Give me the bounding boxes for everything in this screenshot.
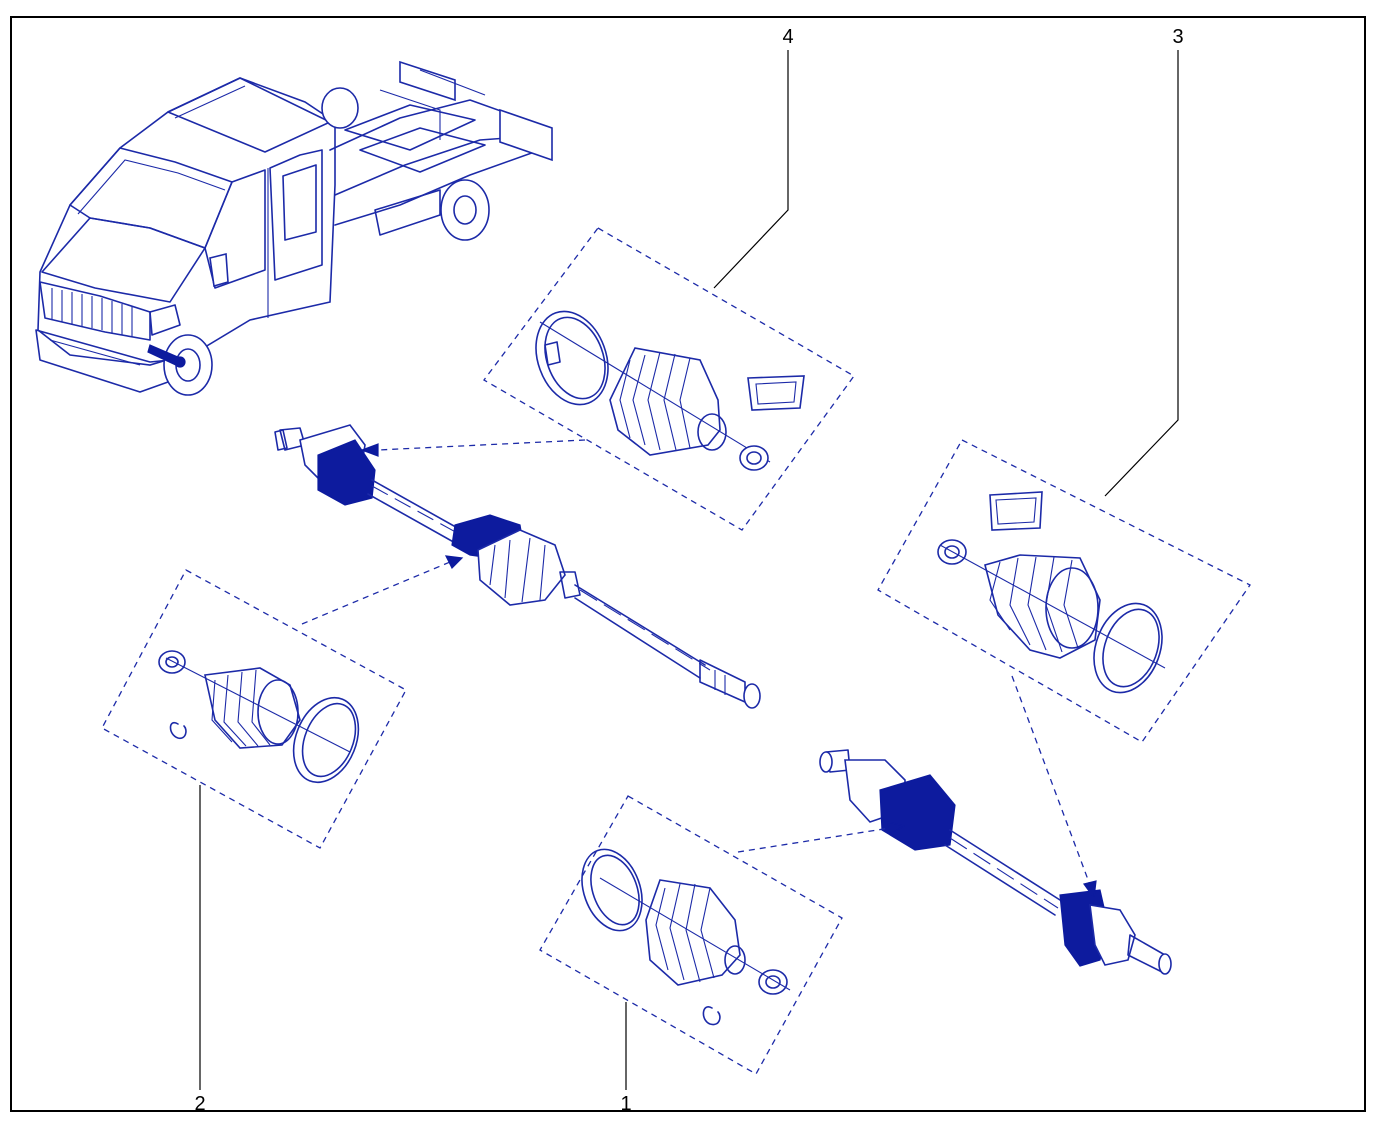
leader-lines	[199, 50, 1179, 1090]
kit-3-group	[877, 439, 1251, 743]
callout-4: 4	[782, 26, 794, 48]
kit-4-group	[483, 227, 855, 531]
callout-2: 2	[194, 1093, 206, 1115]
vehicle-illustration	[35, 60, 553, 396]
kit-2-group	[101, 569, 407, 849]
callout-1: 1	[620, 1093, 632, 1115]
upper-driveshaft	[274, 424, 761, 709]
kit-1-group	[539, 795, 843, 1075]
callout-3: 3	[1172, 26, 1184, 48]
assembly-arrows	[301, 439, 1097, 900]
lower-driveshaft	[819, 749, 1172, 975]
